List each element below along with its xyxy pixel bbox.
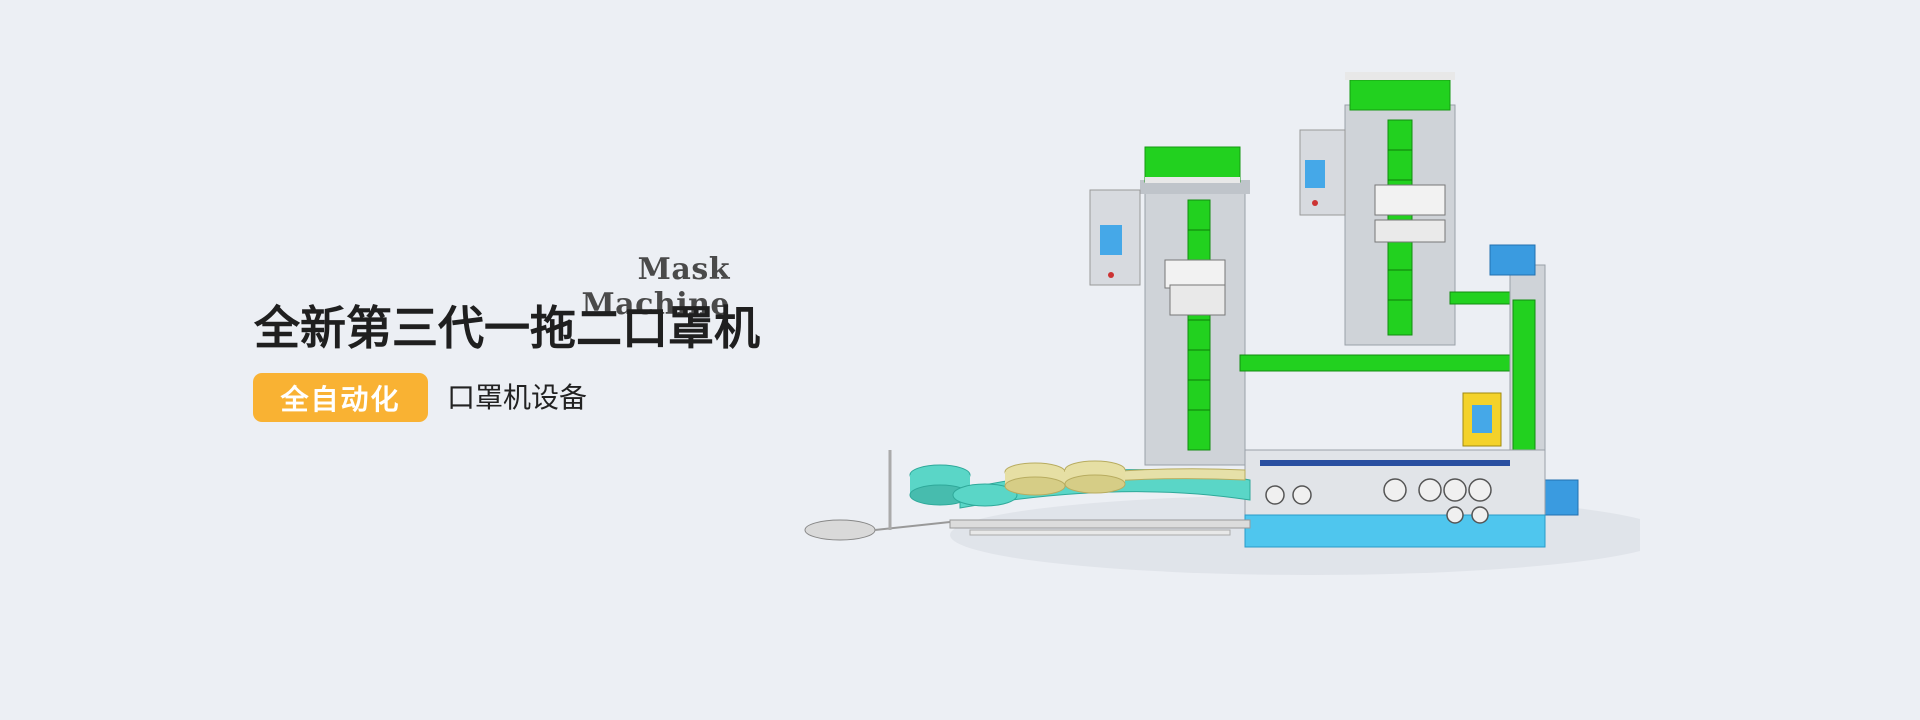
feature-badge: 全自动化 (253, 373, 428, 422)
unit-left (1089, 146, 1250, 466)
mask-machine-illustration (804, 72, 1640, 575)
english-subtitle: Mask Machine (581, 252, 730, 322)
unit-right (1299, 72, 1456, 346)
conveyor-upper (1449, 291, 1511, 305)
page-title: 全新第三代一拖二口罩机 (254, 301, 760, 355)
conveyor-lower (1239, 354, 1511, 372)
product-tagline: 口罩机设备 (447, 381, 588, 414)
base-platform (1244, 514, 1546, 548)
fabric-feeder (804, 450, 1251, 541)
